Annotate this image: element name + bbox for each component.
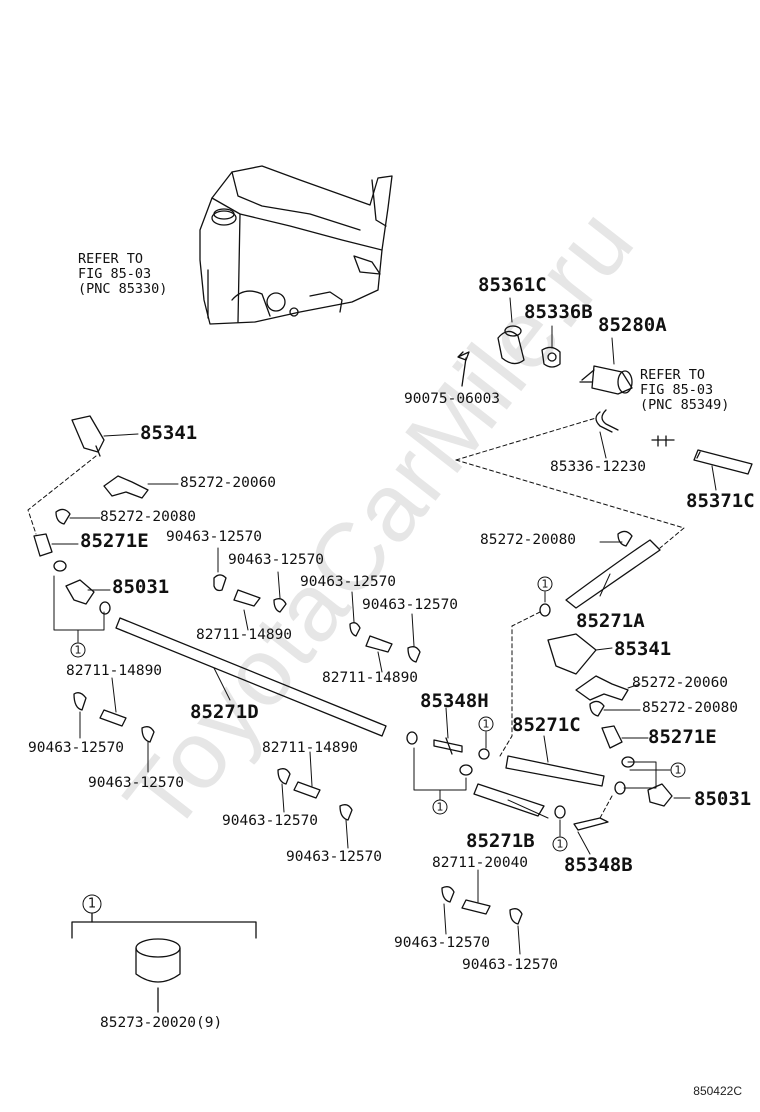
part-label: 85271C xyxy=(512,714,581,736)
callout-number: 1 xyxy=(674,763,682,777)
part-label: 85273-20020(9) xyxy=(100,1015,223,1031)
part-label: 85272-20080 xyxy=(100,509,197,525)
callout-number: 1 xyxy=(87,896,97,912)
part-label: 85341 xyxy=(140,422,198,444)
part-label: 90463-12570 xyxy=(166,529,263,545)
pump-group xyxy=(457,325,753,475)
callout-number: 1 xyxy=(482,717,490,731)
part-label: 85031 xyxy=(112,576,170,598)
dashed-lines xyxy=(27,417,685,819)
washer-tank xyxy=(199,165,393,325)
part-label: 85271E xyxy=(80,530,149,552)
part-label: 85271E xyxy=(648,726,717,748)
part-label: 90463-12570 xyxy=(286,849,383,865)
callout-circle xyxy=(82,894,102,914)
part-label: 90075-06003 xyxy=(404,391,501,407)
callout-circle xyxy=(537,576,553,592)
callout-circle xyxy=(478,716,494,732)
part-label: 90463-12570 xyxy=(28,740,125,756)
part-label: 90463-12570 xyxy=(228,552,325,568)
inset-box xyxy=(71,911,257,1013)
refer-note-pump: REFER TO FIG 85-03 (PNC 85349) xyxy=(640,367,730,413)
part-label: 85271B xyxy=(466,830,535,852)
callout-number: 1 xyxy=(541,577,549,591)
part-label: 85371C xyxy=(686,490,755,512)
part-label: 82711-20040 xyxy=(432,855,529,871)
part-label: 85272-20080 xyxy=(480,532,577,548)
part-label: 82711-14890 xyxy=(196,627,293,643)
clip-group-middle xyxy=(73,574,421,821)
part-label: 85272-20080 xyxy=(642,700,739,716)
part-label: 90463-12570 xyxy=(394,935,491,951)
part-label: 85348H xyxy=(420,690,489,712)
part-label: 85348B xyxy=(564,854,633,876)
part-label: 85272-20060 xyxy=(632,675,729,691)
callout-circle xyxy=(432,799,448,815)
left-hose-assembly xyxy=(33,415,387,737)
part-label: 85280A xyxy=(598,314,667,336)
figure-code: 850422C xyxy=(693,1084,742,1098)
right-hose-assembly xyxy=(406,530,673,925)
part-label: 90463-12570 xyxy=(362,597,459,613)
part-label: 85341 xyxy=(614,638,672,660)
part-label: 90463-12570 xyxy=(462,957,559,973)
part-label: 85272-20060 xyxy=(180,475,277,491)
part-label: 85336B xyxy=(524,301,593,323)
part-label: 85031 xyxy=(694,788,752,810)
callout-number: 1 xyxy=(74,643,82,657)
callout-number: 1 xyxy=(436,800,444,814)
part-label: 82711-14890 xyxy=(66,663,163,679)
part-label: 90463-12570 xyxy=(222,813,319,829)
part-label: 82711-14890 xyxy=(262,740,359,756)
callout-number: 1 xyxy=(556,837,564,851)
part-label: 85336-12230 xyxy=(550,459,647,475)
part-label: 85271D xyxy=(190,701,259,723)
callout-circle xyxy=(670,762,686,778)
callout-circle xyxy=(552,836,568,852)
part-label: 90463-12570 xyxy=(300,574,397,590)
part-label: 85271A xyxy=(576,610,645,632)
part-label: 90463-12570 xyxy=(88,775,185,791)
leader-lines xyxy=(51,297,717,955)
callout-circle xyxy=(70,642,86,658)
part-label: 82711-14890 xyxy=(322,670,419,686)
refer-note-tank: REFER TO FIG 85-03 (PNC 85330) xyxy=(78,251,168,297)
callout-brackets xyxy=(53,575,671,837)
part-label: 85361C xyxy=(478,274,547,296)
